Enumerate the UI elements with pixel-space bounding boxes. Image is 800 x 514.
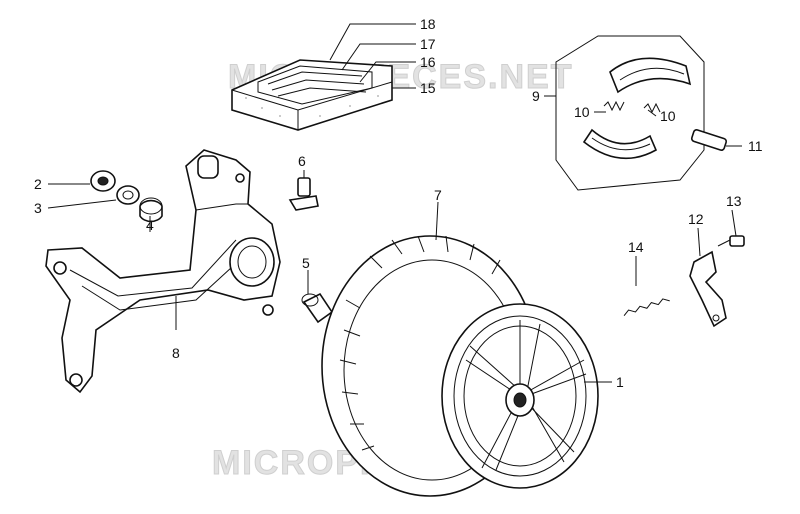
brake-cam xyxy=(690,129,728,151)
callout-17: 17 xyxy=(420,36,436,52)
callout-16: 16 xyxy=(420,54,436,70)
callout-15: 15 xyxy=(420,80,436,96)
callout-10-right: 10 xyxy=(660,108,676,124)
callout-11: 11 xyxy=(748,138,763,154)
brake-shoe-assembly xyxy=(555,35,728,191)
leader-lines xyxy=(47,23,742,383)
bushing xyxy=(301,292,334,324)
callout-14: 14 xyxy=(628,239,644,255)
tire-valve xyxy=(288,177,319,211)
swing-arm xyxy=(45,149,281,394)
spring-left xyxy=(603,100,625,112)
callout-12: 12 xyxy=(688,211,704,227)
callout-labels: 18 17 16 15 9 10 10 11 2 3 4 6 7 5 8 1 1… xyxy=(34,16,763,390)
callout-3: 3 xyxy=(34,200,42,216)
callout-2: 2 xyxy=(34,176,42,192)
callout-10-left: 10 xyxy=(574,104,590,120)
brake-lever-hardware xyxy=(623,235,745,328)
callout-18: 18 xyxy=(420,16,436,32)
callout-7: 7 xyxy=(434,187,442,203)
spring-right xyxy=(643,102,661,114)
callout-9: 9 xyxy=(532,88,540,104)
callout-6: 6 xyxy=(298,153,306,169)
axle-nut-hardware xyxy=(90,170,163,223)
floor-mat-assembly xyxy=(231,59,393,131)
callout-8: 8 xyxy=(172,345,180,361)
callout-1: 1 xyxy=(616,374,624,390)
rear-rim xyxy=(441,303,599,489)
callout-5: 5 xyxy=(302,255,310,271)
callout-4: 4 xyxy=(146,217,154,233)
callout-13: 13 xyxy=(726,193,742,209)
